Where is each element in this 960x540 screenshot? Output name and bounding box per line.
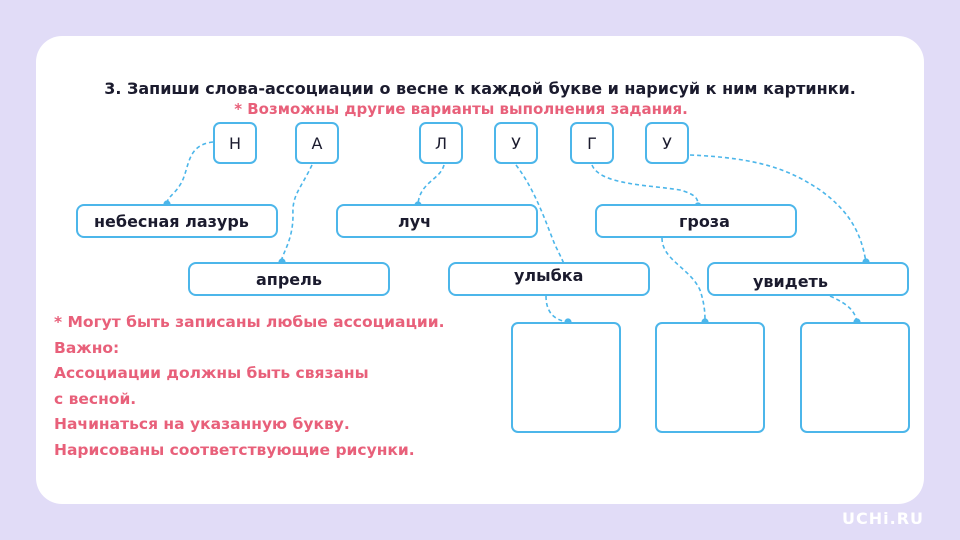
picture-box-2[interactable] xyxy=(655,322,765,433)
word-box-luch: луч xyxy=(336,204,538,238)
letter-box-g: Г xyxy=(570,122,614,164)
letter-box-n: Н xyxy=(213,122,257,164)
note-line: Важно: xyxy=(54,338,120,357)
word-box-groza: гроза xyxy=(595,204,797,238)
word-label: улыбка xyxy=(514,266,584,285)
task-title: 3. Запиши слова-ассоциации о весне к каж… xyxy=(104,79,856,98)
word-box-nebesnaya-lazur: небесная лазурь xyxy=(76,204,278,238)
letter-box-l: Л xyxy=(419,122,463,164)
note-line: * Могут быть записаны любые ассоциации. xyxy=(54,313,445,331)
picture-box-3[interactable] xyxy=(800,322,910,433)
task-subtitle: * Возможны другие варианты выполнения за… xyxy=(234,100,688,118)
notes-block: * Могут быть записаны любые ассоциации. … xyxy=(54,310,445,463)
connector-u2 xyxy=(689,154,867,263)
letter-box-u: У xyxy=(494,122,538,164)
letter-box-a: А xyxy=(295,122,339,164)
connector-ulybka xyxy=(545,295,569,323)
word-label: гроза xyxy=(679,211,730,231)
word-box-uvidet: увидеть xyxy=(707,262,909,296)
word-label: луч xyxy=(398,211,432,231)
word-label: апрель xyxy=(256,269,322,289)
letter-box-u2: У xyxy=(645,122,689,164)
word-box-aprel: апрель xyxy=(188,262,390,296)
connector-g xyxy=(591,164,699,207)
note-line: Нарисованы соответствующие рисунки. xyxy=(54,440,415,459)
note-line: Начинаться на указанную букву. xyxy=(54,415,350,433)
connector-groza xyxy=(661,237,706,323)
connector-l xyxy=(417,164,445,205)
uchi-logo: UCHi.RU xyxy=(842,509,924,528)
picture-box-1[interactable] xyxy=(511,322,621,433)
connector-n xyxy=(166,141,214,205)
note-line: с весной. xyxy=(54,389,137,408)
word-box-ulybka: улыбка xyxy=(448,262,650,296)
word-label: увидеть xyxy=(753,272,828,291)
connector-a xyxy=(280,164,313,263)
word-label: небесная лазурь xyxy=(94,211,249,231)
connector-uvidet xyxy=(829,295,858,323)
note-line: Ассоциации должны быть связаны xyxy=(54,364,369,382)
